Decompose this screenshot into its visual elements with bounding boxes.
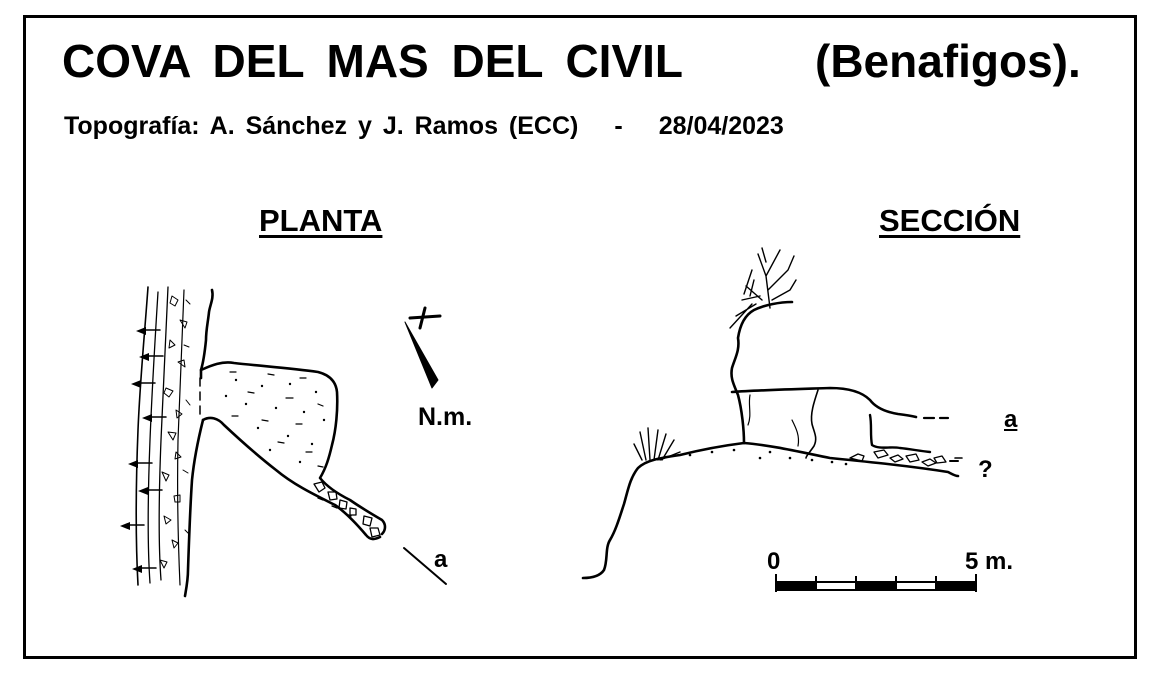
section-ground-profile	[581, 441, 960, 580]
map-frame	[23, 15, 1137, 659]
plan-floor-texture	[224, 378, 326, 464]
plan-section-marker: a	[434, 546, 448, 573]
scale-end-label: 5 m.	[965, 548, 1014, 575]
plan-slope-arrows	[120, 327, 167, 573]
section-cave-roof	[730, 386, 918, 419]
credits-separator: -	[614, 112, 623, 140]
plan-cliff-face	[199, 288, 214, 380]
section-fracture	[805, 389, 819, 459]
north-arrow-icon	[404, 306, 442, 389]
section-fracture	[791, 419, 800, 447]
north-label: N.m.	[418, 403, 473, 431]
plan-rubble	[159, 295, 191, 569]
section-view	[581, 247, 963, 580]
plan-boulders	[313, 481, 381, 538]
cave-location: (Benafigos).	[815, 35, 1081, 87]
tree-icon	[729, 247, 797, 329]
scale-start-label: 0	[767, 548, 781, 575]
survey-authors: Topografía: A. Sánchez y J. Ramos (ECC)	[64, 112, 579, 140]
section-floor-blocks	[849, 449, 947, 467]
cave-title: COVA DEL MAS DEL CIVIL	[62, 35, 684, 87]
unknown-continuation-marker: ?	[978, 456, 993, 483]
shrub-icon	[633, 427, 681, 461]
plan-chamber-wall	[201, 416, 382, 541]
plan-view-label: PLANTA	[259, 203, 383, 238]
scale-bar	[775, 574, 977, 592]
plan-section-line	[403, 547, 447, 585]
plan-cliff-line	[177, 289, 185, 586]
plan-chamber-wall	[199, 361, 387, 536]
section-cave-wall	[868, 413, 932, 454]
survey-credits: Topografía: A. Sánchez y J. Ramos (ECC) -…	[64, 114, 784, 139]
plan-cliff-line	[147, 291, 159, 584]
section-view-label: SECCIÓN	[879, 203, 1021, 238]
plan-cliff-face	[183, 418, 205, 598]
survey-date: 28/04/2023	[658, 112, 784, 140]
plan-floor-texture	[229, 371, 324, 468]
section-marker-a: a	[1004, 406, 1018, 433]
plan-view	[120, 286, 447, 598]
section-cliff-face	[730, 300, 794, 445]
section-floor-dots	[688, 448, 848, 466]
plan-cliff-line	[158, 286, 169, 581]
section-fracture	[747, 394, 751, 426]
